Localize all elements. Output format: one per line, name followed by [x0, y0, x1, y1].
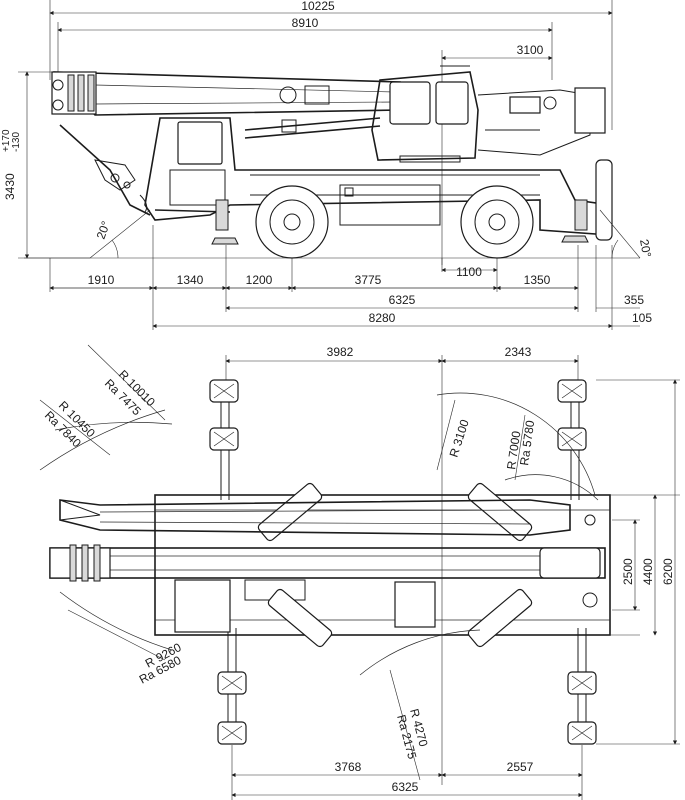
dim-3982: 3982 — [327, 345, 354, 359]
dim-355: 355 — [624, 293, 644, 307]
radius-r7000: R 7000 — [504, 430, 523, 471]
side-carrier — [144, 117, 613, 241]
radius-r3100: R 3100 — [447, 417, 472, 458]
top-boom-retracted — [59, 499, 571, 536]
dim-6325-bottom: 6325 — [392, 780, 419, 794]
width-6200: 6200 — [661, 558, 675, 585]
dim-6325: 6325 — [389, 293, 416, 307]
dim-1100: 1100 — [456, 265, 482, 279]
top-view: 3982 2343 — [39, 344, 680, 800]
dim-height: 3430 — [3, 173, 17, 200]
rear-departure-angle: 20° — [637, 238, 654, 258]
top-carrier — [154, 482, 611, 648]
width-2500: 2500 — [621, 558, 635, 585]
dim-105: 105 — [632, 311, 652, 325]
side-angles: 20° 20° — [89, 209, 654, 259]
side-extension-lines — [49, 225, 613, 330]
dim-2343: 2343 — [505, 345, 532, 359]
side-top-dimensions: 10225 8910 3100 — [49, 0, 613, 265]
dim-rear-3100: 3100 — [517, 43, 544, 57]
top-radius-labels: R 10010 Ra 7475 R 10450 Ra 7840 R 3100 R… — [42, 367, 537, 761]
radius-ra5780: Ra 5780 — [517, 419, 537, 466]
dim-1200: 1200 — [246, 273, 273, 287]
dim-boom-length: 8910 — [292, 16, 319, 30]
dim-3775: 3775 — [355, 273, 382, 287]
front-approach-angle: 20° — [94, 219, 113, 241]
dim-1910: 1910 — [88, 273, 115, 287]
top-boom-main — [49, 544, 606, 582]
top-width-dimensions: 2500 4400 6200 — [596, 379, 680, 745]
dim-1350: 1350 — [524, 273, 551, 287]
side-superstructure — [371, 65, 606, 163]
dim-height-tol-minus: -130 — [11, 132, 22, 152]
dim-8280: 8280 — [369, 311, 396, 325]
side-wheels — [211, 185, 589, 259]
top-bottom-dimensions: 3768 2557 6325 — [231, 745, 583, 800]
dim-height-tol-plus: +170 — [1, 129, 12, 152]
dim-overall-length: 10225 — [301, 0, 335, 13]
dim-2557: 2557 — [507, 760, 534, 774]
top-outriggers — [209, 379, 597, 745]
width-4400: 4400 — [641, 558, 655, 585]
dim-3768: 3768 — [335, 760, 362, 774]
dim-1340: 1340 — [177, 273, 204, 287]
side-bottom-dimensions: 1910 1340 1200 3775 1100 1350 6325 355 8… — [49, 265, 652, 329]
top-swing-arcs — [39, 344, 599, 781]
side-boom — [51, 71, 401, 216]
side-view: 10225 8910 3100 3430 +170 -130 — [1, 0, 654, 330]
